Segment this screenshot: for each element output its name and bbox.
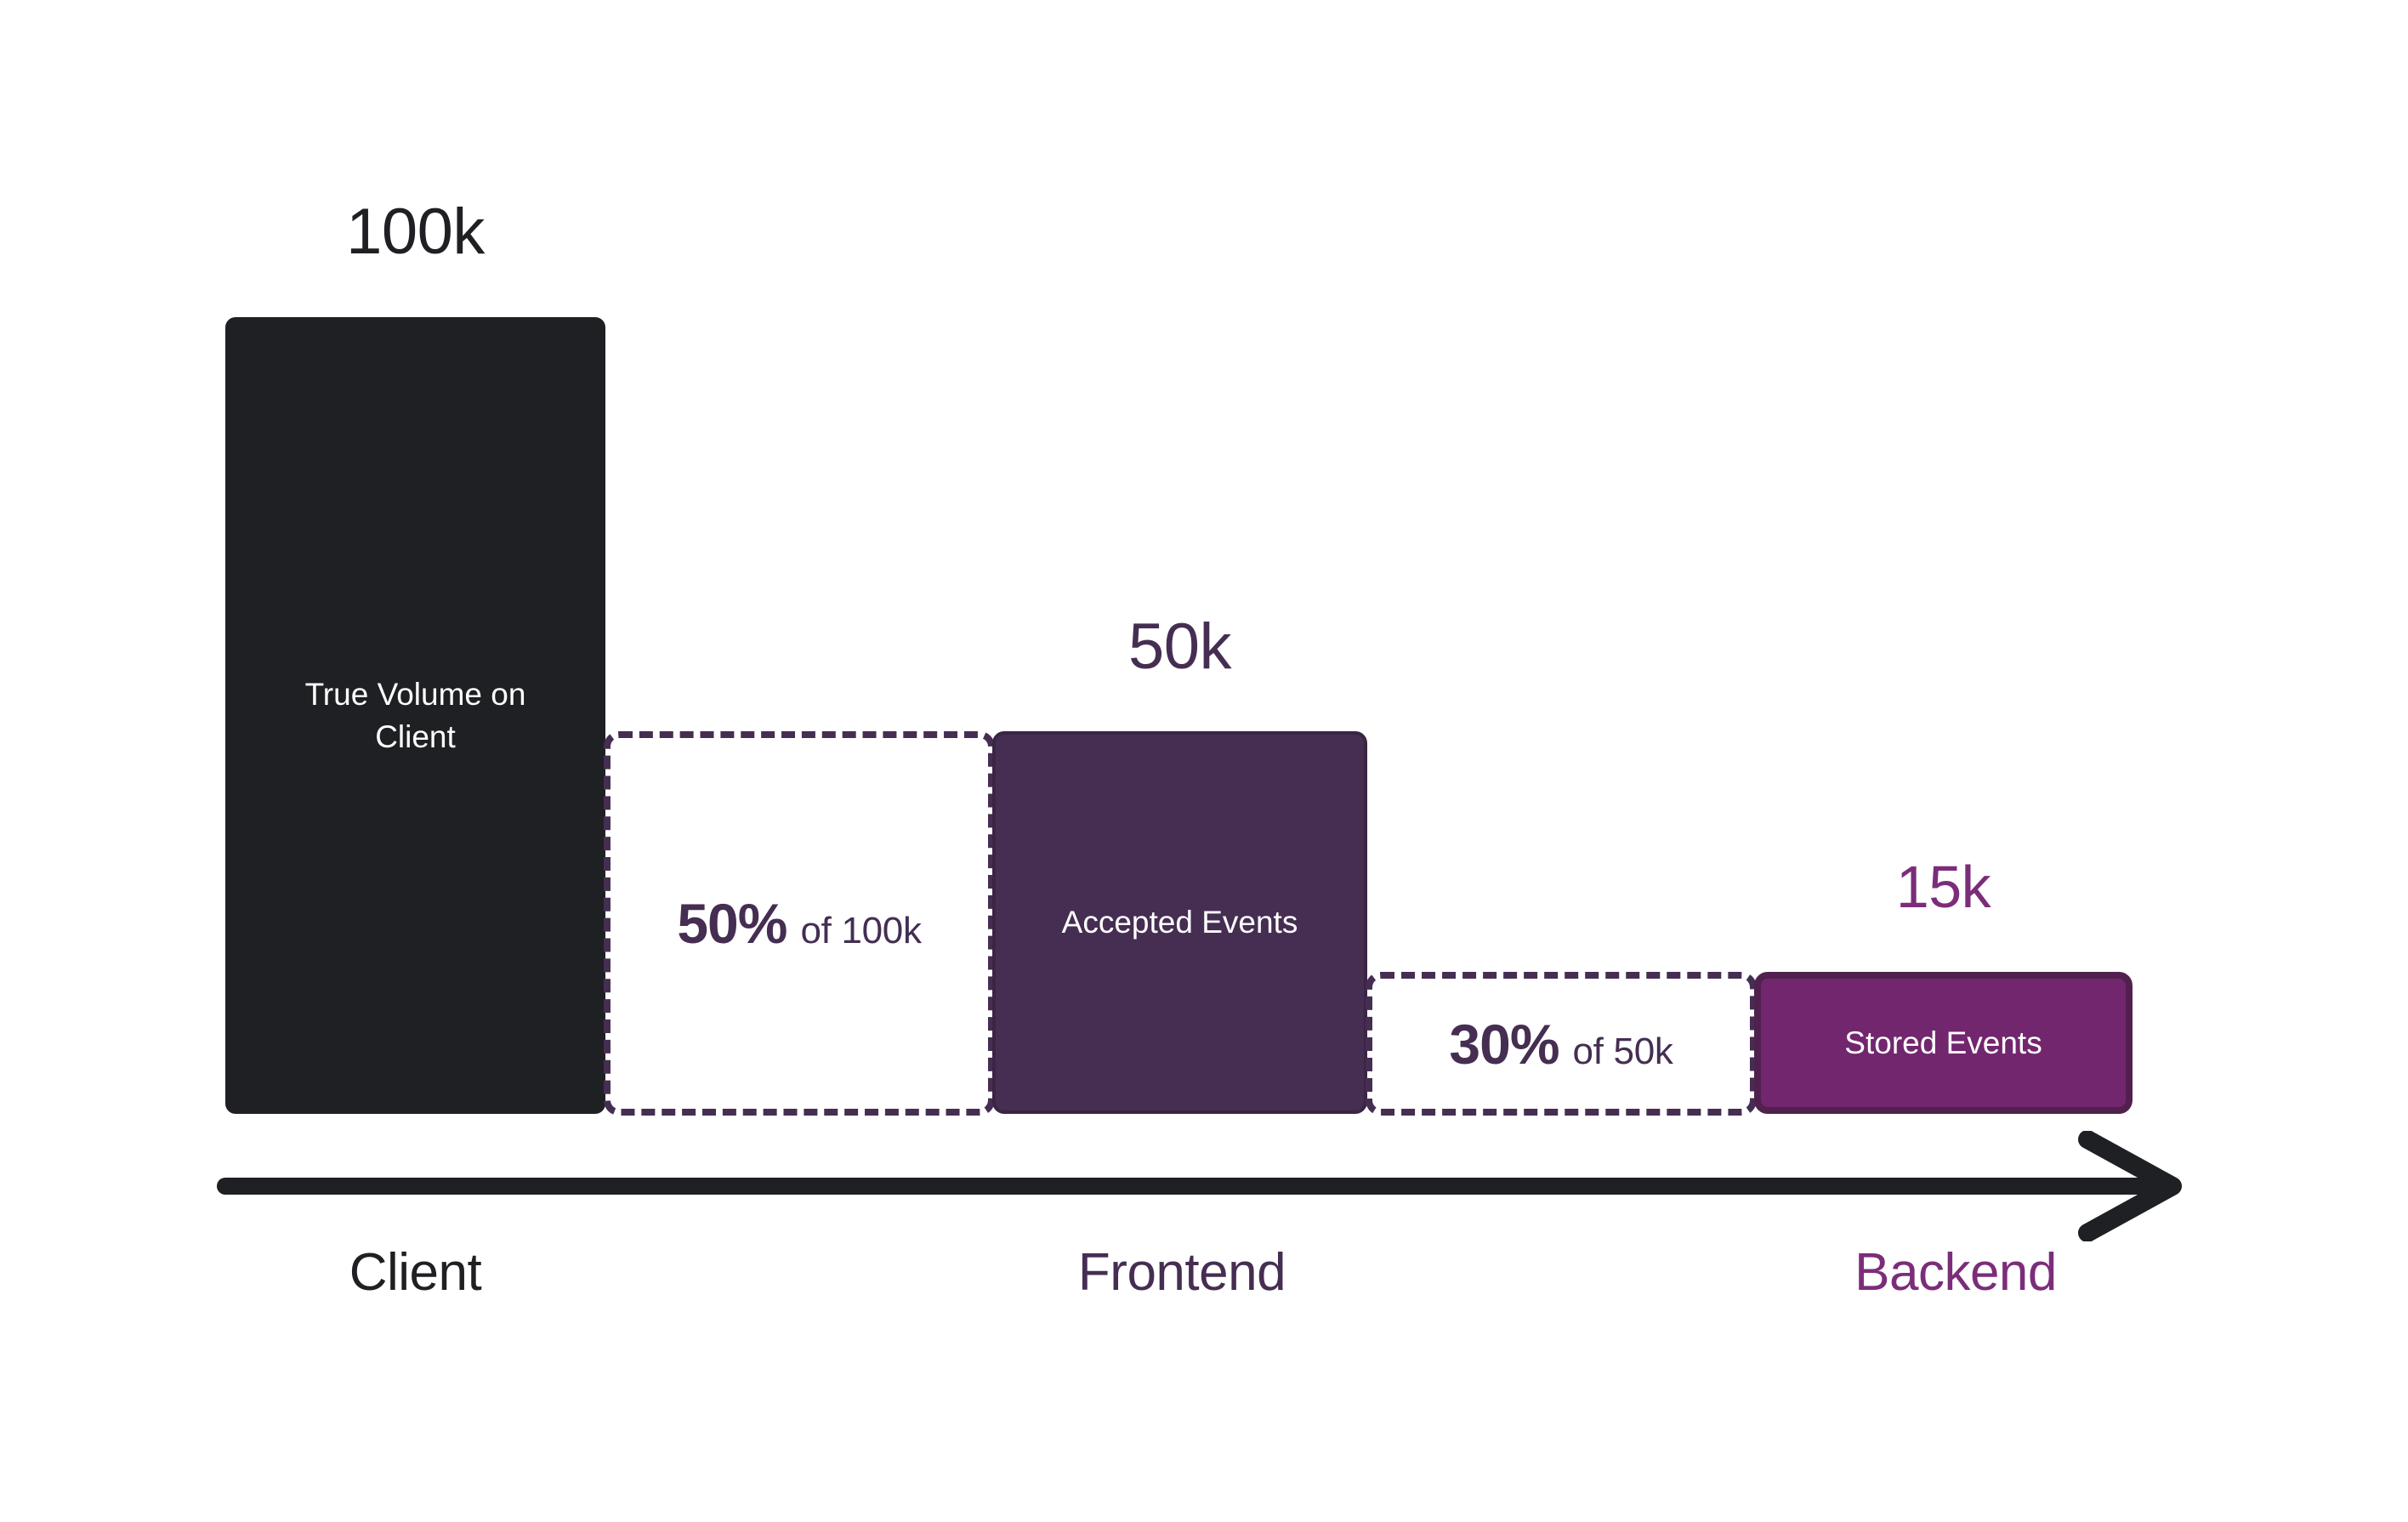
stage-label-frontend: Frontend xyxy=(1077,1243,1286,1302)
arrow-right-icon xyxy=(217,1131,2182,1241)
dropoff-box-frontend-to-backend: 30% of 50k xyxy=(1366,972,1757,1116)
dropoff-box-client-to-frontend: 50% of 100k xyxy=(604,731,995,1116)
value-label-backend: 15k xyxy=(1895,854,1991,920)
value-label-client: 100k xyxy=(346,196,485,268)
bar-frontend-label: Accepted Events xyxy=(1061,905,1298,940)
bar-client-label: True Volume on Client xyxy=(304,676,526,754)
stage-label-client: Client xyxy=(349,1243,482,1302)
dropoff-percent-1: 50% xyxy=(677,892,787,955)
dropoff-percent-2: 30% xyxy=(1449,1012,1559,1076)
dropoff-text-2: 30% of 50k xyxy=(1449,1012,1673,1076)
bar-backend-label: Stored Events xyxy=(1844,1025,2042,1060)
bar-client: True Volume on Client xyxy=(225,317,605,1114)
bar-backend: Stored Events xyxy=(1754,972,2133,1114)
value-label-frontend: 50k xyxy=(1127,611,1232,683)
dropoff-of-1: of 100k xyxy=(800,910,922,951)
dropoff-of-2: of 50k xyxy=(1572,1030,1673,1072)
dropoff-text-1: 50% of 100k xyxy=(677,891,922,956)
stage-label-backend: Backend xyxy=(1854,1243,2057,1302)
bar-frontend: Accepted Events xyxy=(992,731,1367,1114)
